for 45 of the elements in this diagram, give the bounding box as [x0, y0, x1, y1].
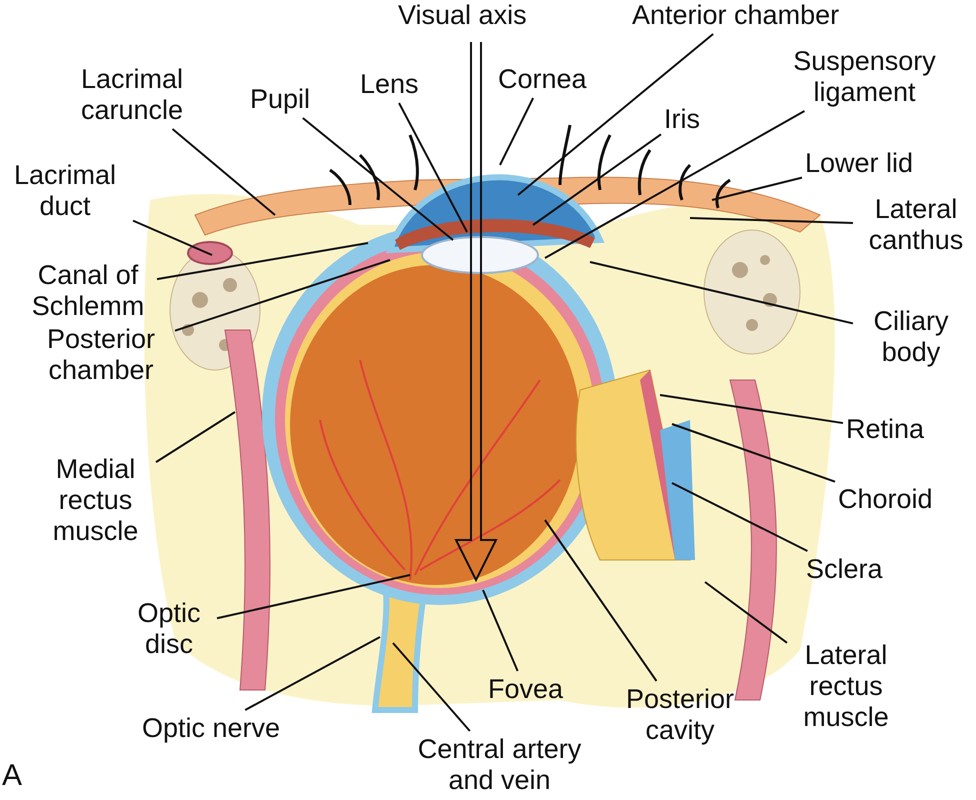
part-label: Optic disc — [124, 598, 214, 660]
leader-line — [499, 98, 534, 166]
part-label: Retina — [846, 414, 924, 445]
leader-line — [704, 581, 788, 644]
part-label: Cornea — [498, 64, 587, 95]
leader-line — [244, 636, 380, 711]
part-label: Canal of Schlemm — [22, 260, 154, 322]
leader-line — [672, 482, 808, 552]
leader-line — [590, 261, 854, 324]
leader-line — [216, 574, 410, 620]
leader-line — [532, 134, 662, 226]
part-label: Iris — [664, 104, 700, 135]
part-label: Sclera — [806, 554, 883, 585]
panel-letter: A — [2, 760, 22, 791]
leader-line — [660, 394, 844, 424]
part-label: Posterior cavity — [610, 684, 750, 746]
part-label: Lens — [360, 69, 419, 100]
leader-line — [398, 102, 468, 232]
leader-line — [544, 519, 658, 682]
leader-line — [690, 217, 854, 224]
part-label: Suspensory ligament — [772, 46, 957, 108]
part-label: Lacrimal duct — [0, 160, 130, 222]
part-label: Central artery and vein — [392, 734, 607, 796]
part-label: Optic nerve — [142, 713, 280, 744]
part-label: Lacrimal caruncle — [62, 64, 202, 126]
leader-line — [302, 117, 454, 241]
part-label: Fovea — [488, 674, 564, 705]
leader-line — [482, 590, 519, 672]
part-label: Ciliary body — [856, 306, 966, 368]
part-label: Anterior chamber — [632, 0, 840, 31]
part-label: Lower lid — [805, 148, 914, 179]
leader-line — [712, 176, 802, 201]
part-label: Pupil — [250, 84, 310, 115]
part-label: Lateral canthus — [856, 194, 976, 256]
axis-label: Visual axis — [398, 0, 527, 31]
part-label: Posterior chamber — [30, 324, 172, 386]
part-label: Medial rectus muscle — [38, 454, 153, 547]
leader-line — [517, 33, 714, 196]
leader-line — [172, 128, 276, 216]
leader-line — [155, 411, 236, 463]
leader-line — [392, 642, 471, 732]
part-label: Lateral rectus muscle — [790, 640, 902, 733]
part-label: Choroid — [838, 484, 933, 515]
leader-line — [156, 242, 368, 280]
leader-line — [544, 110, 805, 259]
